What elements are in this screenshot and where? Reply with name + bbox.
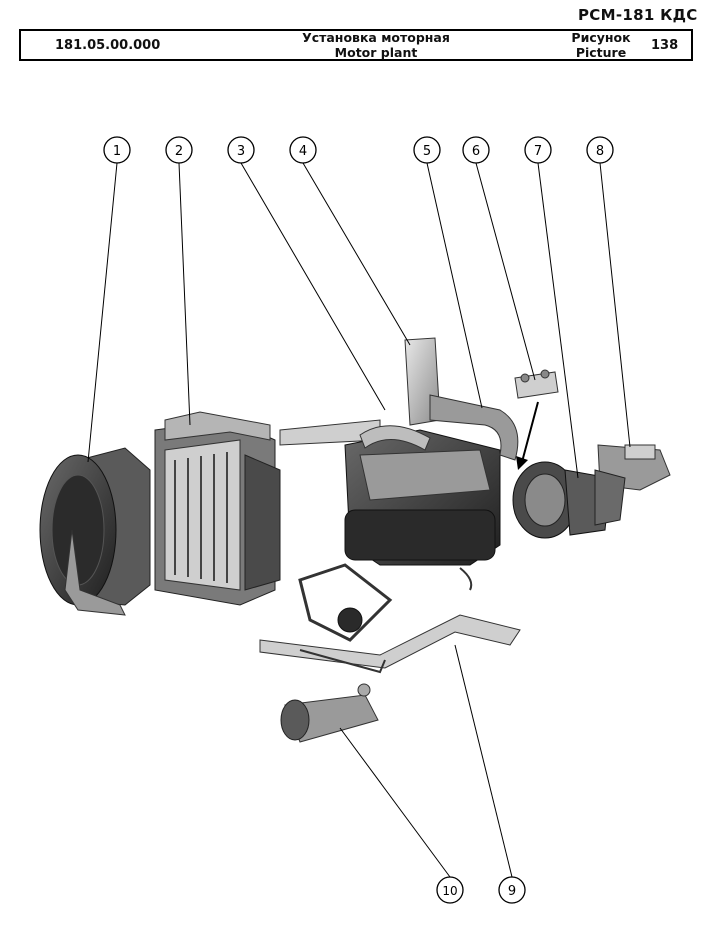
figure-number: 138 — [651, 38, 679, 53]
callout-7: 7 — [524, 136, 552, 164]
arrow-head-icon — [516, 456, 528, 470]
part-engine — [279, 337, 519, 591]
callout-6: 6 — [462, 136, 490, 164]
callout-2: 2 — [165, 136, 193, 164]
callout-4: 4 — [289, 136, 317, 164]
callout-label: 5 — [423, 144, 431, 159]
callout-label: 1 — [113, 144, 121, 159]
callout-label: 4 — [299, 144, 307, 159]
figure-label-ru: Рисунок — [571, 30, 631, 45]
figure-label-en: Picture — [575, 45, 627, 60]
part-code: 181.05.00.000 — [55, 38, 161, 53]
leader-lines — [87, 162, 631, 878]
part-fan-shroud — [39, 447, 151, 616]
callout-9: 9 — [498, 876, 526, 904]
assembly-title-en: Motor plant — [334, 45, 418, 60]
callout-label: 10 — [442, 884, 457, 898]
callout-label: 8 — [596, 144, 604, 159]
assembly-title: Установка моторная Motor plant — [221, 30, 531, 60]
assembly-arrow — [521, 401, 539, 463]
part-radiator — [154, 411, 281, 606]
callout-1: 1 — [103, 136, 131, 164]
callout-8: 8 — [586, 136, 614, 164]
figure-label: Рисунок Picture — [551, 30, 651, 60]
part-manifold — [514, 369, 559, 399]
callout-3: 3 — [227, 136, 255, 164]
title-block: 181.05.00.000 Установка моторная Motor p… — [19, 29, 693, 61]
callout-label: 2 — [175, 144, 183, 159]
part-pump — [594, 444, 671, 526]
callout-label: 7 — [534, 144, 542, 159]
part-frame — [259, 563, 521, 674]
callout-label: 3 — [237, 144, 245, 159]
assembly-title-ru: Установка моторная — [302, 30, 450, 45]
callout-label: 9 — [508, 884, 516, 899]
callout-label: 6 — [472, 144, 480, 159]
part-preheater — [280, 683, 379, 743]
model-name: РСМ-181 КДС — [578, 6, 698, 24]
callout-10: 10 — [436, 876, 464, 904]
callout-5: 5 — [413, 136, 441, 164]
